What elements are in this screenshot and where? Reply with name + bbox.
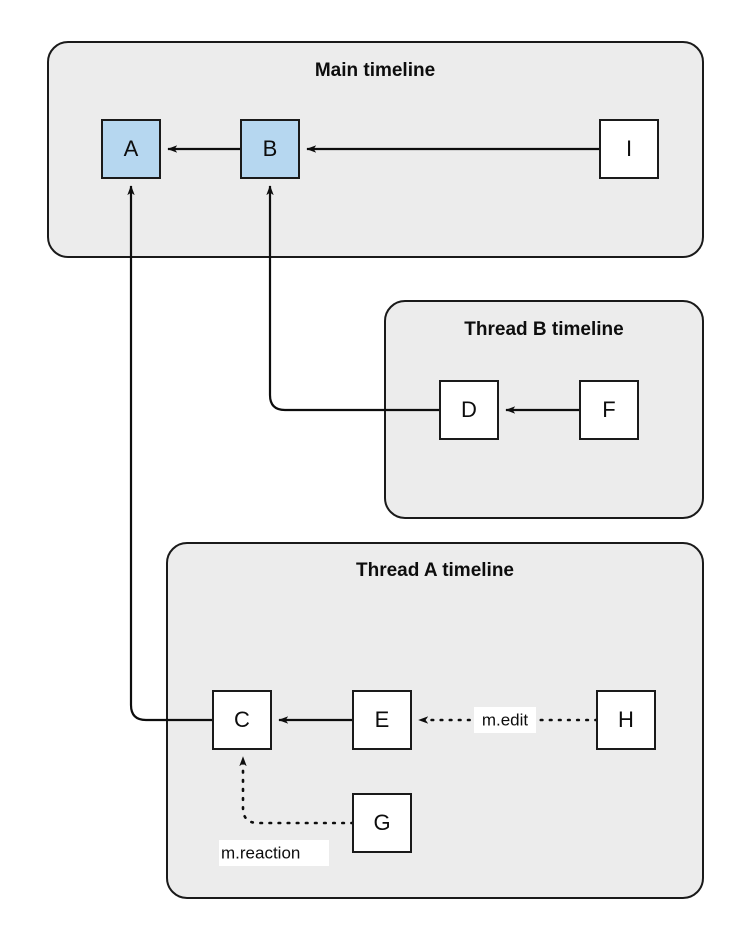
node-h-label: H <box>618 707 634 732</box>
node-e-box[interactable] <box>352 690 412 750</box>
container-thread-a-timeline-title: Thread A timeline <box>356 560 514 581</box>
node-b-label: B <box>263 136 278 161</box>
container-thread-b-timeline-title: Thread B timeline <box>464 319 623 340</box>
edge-label-m-reaction-text: m.reaction <box>221 843 300 862</box>
node-e-label: E <box>375 707 390 732</box>
node-i-label: I <box>626 136 632 161</box>
node-h-box[interactable] <box>596 690 656 750</box>
edge-label-m-edit: m.edit <box>474 707 536 733</box>
edge-label-m-edit-text: m.edit <box>482 710 529 729</box>
node-f[interactable]: F <box>579 380 639 440</box>
node-c-box[interactable] <box>212 690 272 750</box>
node-a[interactable]: A <box>101 119 161 179</box>
node-f-label: F <box>602 397 615 422</box>
node-a-box[interactable] <box>101 119 161 179</box>
edge-c-to-a <box>127 185 213 722</box>
node-g[interactable]: G <box>352 793 412 853</box>
node-g-box[interactable] <box>352 793 412 853</box>
node-b-box[interactable] <box>240 119 300 179</box>
node-f-box[interactable] <box>579 380 639 440</box>
node-g-label: G <box>373 810 390 835</box>
node-b[interactable]: B <box>240 119 300 179</box>
edge-label-m-reaction: m.reaction <box>219 840 329 866</box>
node-d-label: D <box>461 397 477 422</box>
node-h[interactable]: H <box>596 690 656 750</box>
edge-g-to-c <box>239 755 355 825</box>
node-d[interactable]: D <box>439 380 499 440</box>
container-main-timeline-title: Main timeline <box>315 60 435 81</box>
node-a-label: A <box>124 136 139 161</box>
node-c-label: C <box>234 707 250 732</box>
node-e[interactable]: E <box>352 690 412 750</box>
node-i[interactable]: I <box>599 119 659 179</box>
edge-d-to-b <box>266 185 440 412</box>
edge-label-m-edit-bg <box>474 707 536 733</box>
node-d-box[interactable] <box>439 380 499 440</box>
edge-label-m-reaction-bg <box>219 840 329 866</box>
node-c[interactable]: C <box>212 690 272 750</box>
node-i-box[interactable] <box>599 119 659 179</box>
